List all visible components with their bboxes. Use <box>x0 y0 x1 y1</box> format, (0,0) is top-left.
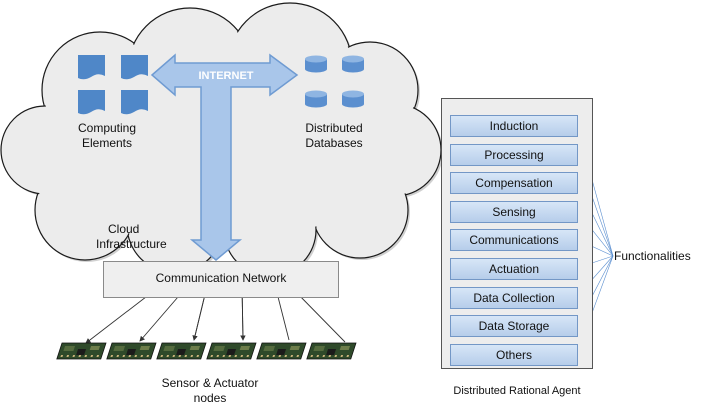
computing-label-line2: Elements <box>81 136 133 150</box>
connector-arrow <box>139 289 185 342</box>
function-box-induction: Induction <box>450 115 578 137</box>
function-box-data-storage: Data Storage <box>450 315 578 338</box>
document-icon <box>121 55 148 80</box>
computing-label-line1: Computing <box>77 121 137 135</box>
document-icon <box>78 90 105 115</box>
sensor-node-chip <box>106 342 157 360</box>
database-icon <box>305 55 327 73</box>
function-box-sensing: Sensing <box>450 200 578 223</box>
internet-arrow <box>150 53 299 261</box>
databases-label-line2: Databases <box>305 136 363 150</box>
computing-elements-icons <box>78 55 148 115</box>
functionalities-label: Functionalities <box>614 249 691 263</box>
sensor-node-chip <box>156 342 207 360</box>
document-icon <box>121 90 148 115</box>
database-icon <box>342 55 364 73</box>
function-box-communications: Communications <box>450 229 578 252</box>
distributed-databases-icons <box>305 55 364 108</box>
database-icon <box>305 90 327 108</box>
sensor-node-chip <box>256 342 307 360</box>
databases-label-line1: Distributed <box>305 121 363 135</box>
cloud-label-line2: Infrastructure <box>96 237 167 251</box>
function-box-processing: Processing <box>450 143 578 166</box>
document-icon <box>78 55 105 80</box>
sensor-node-chip <box>306 342 357 360</box>
nodes-label-line1: Sensor & Actuator <box>161 376 259 390</box>
connector-arrow <box>293 289 346 343</box>
function-box-compensation: Compensation <box>450 172 578 195</box>
communication-network-label: Communication Network <box>155 271 287 285</box>
communication-network-box: Communication Network <box>103 261 339 298</box>
connector-arrow <box>85 289 156 344</box>
distributed-databases-label: Distributed Databases <box>284 121 384 151</box>
agent-title: Distributed Rational Agent <box>453 385 581 397</box>
sensor-actuator-nodes <box>56 342 357 360</box>
function-box-others: Others <box>450 343 578 366</box>
sensor-actuator-label: Sensor & Actuator nodes <box>140 376 280 406</box>
function-box-actuation: Actuation <box>450 258 578 280</box>
sensor-node-chip <box>56 342 107 360</box>
function-box-data-collection: Data Collection <box>450 286 578 309</box>
cloud-infrastructure-label: Cloud Infrastructure <box>96 222 167 252</box>
internet-label: INTERNET <box>198 70 254 82</box>
sensor-node-chip <box>206 342 257 360</box>
database-icon <box>342 90 364 108</box>
nodes-label-line2: nodes <box>193 391 227 405</box>
computing-elements-label: Computing Elements <box>62 121 152 151</box>
cloud-label-line1: Cloud <box>108 222 140 236</box>
